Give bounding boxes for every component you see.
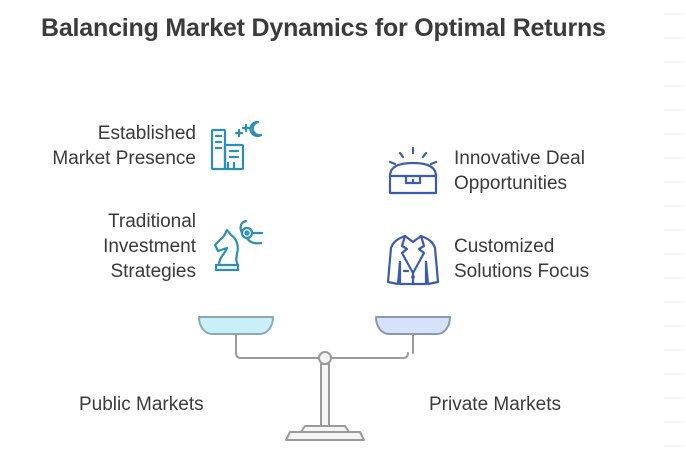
item-line: Strategies bbox=[110, 261, 196, 282]
item-line: Innovative Deal bbox=[454, 148, 585, 169]
item-line: Customized bbox=[454, 236, 555, 257]
item-line: Solutions Focus bbox=[454, 261, 590, 282]
public-markets-label: Public Markets bbox=[79, 394, 204, 415]
right-item-innovative: Innovative Deal Opportunities bbox=[454, 146, 585, 196]
balance-scale bbox=[198, 316, 451, 441]
left-pan bbox=[198, 316, 274, 335]
treasure-chest-icon bbox=[388, 146, 438, 195]
item-line: Opportunities bbox=[454, 173, 568, 194]
edge-decoration bbox=[664, 13, 684, 447]
left-item-established: Established Market Presence bbox=[20, 121, 196, 171]
right-item-customized: Customized Solutions Focus bbox=[454, 234, 589, 284]
right-pan bbox=[375, 316, 451, 335]
item-line: Market Presence bbox=[52, 148, 196, 169]
suit-jacket-icon bbox=[386, 234, 440, 286]
left-item-traditional: Traditional Investment Strategies bbox=[20, 209, 196, 284]
item-line: Investment bbox=[103, 236, 196, 257]
buildings-icon bbox=[210, 120, 263, 171]
item-line: Traditional bbox=[107, 211, 196, 232]
chess-knight-icon bbox=[213, 219, 264, 272]
page-title: Balancing Market Dynamics for Optimal Re… bbox=[41, 14, 606, 42]
private-markets-label: Private Markets bbox=[429, 394, 561, 415]
item-line: Established bbox=[97, 123, 196, 144]
